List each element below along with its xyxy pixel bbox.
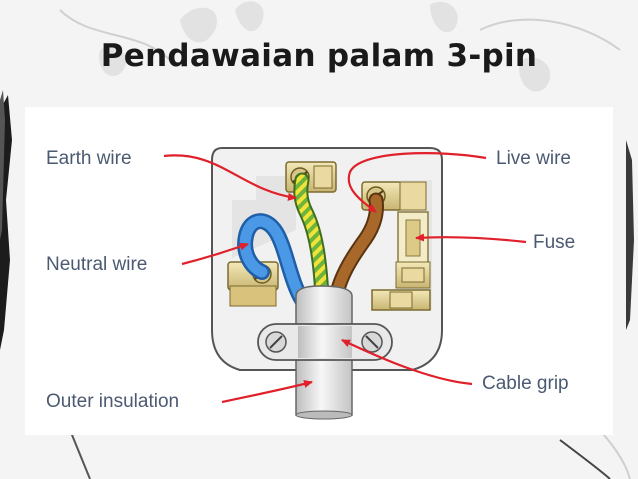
earth-wire-arrow: [163, 154, 297, 201]
live-pin-terminal: [371, 289, 431, 311]
background-doodles: [99, 1, 551, 92]
fuse-arrow: [415, 233, 527, 244]
live-wire-arrow: [347, 152, 487, 213]
fuse: [395, 211, 431, 289]
slide-title: Pendawaian palam 3-pin: [100, 38, 538, 74]
fuse-label: Fuse: [533, 232, 576, 253]
cable-grip-arrow: [341, 339, 473, 386]
outer-insulation-label: Outer insulation: [46, 391, 180, 412]
live-wire-label: Live wire: [496, 148, 571, 169]
cable-grip: [257, 323, 393, 361]
right-brush-edge: [626, 140, 634, 330]
outer-insulation-arrow: [221, 380, 313, 404]
neutral-wire-arrow: [181, 242, 249, 266]
earth-wire-label: Earth wire: [46, 148, 132, 169]
cable-grip-label: Cable grip: [482, 373, 569, 394]
neutral-wire-label: Neutral wire: [46, 254, 148, 275]
